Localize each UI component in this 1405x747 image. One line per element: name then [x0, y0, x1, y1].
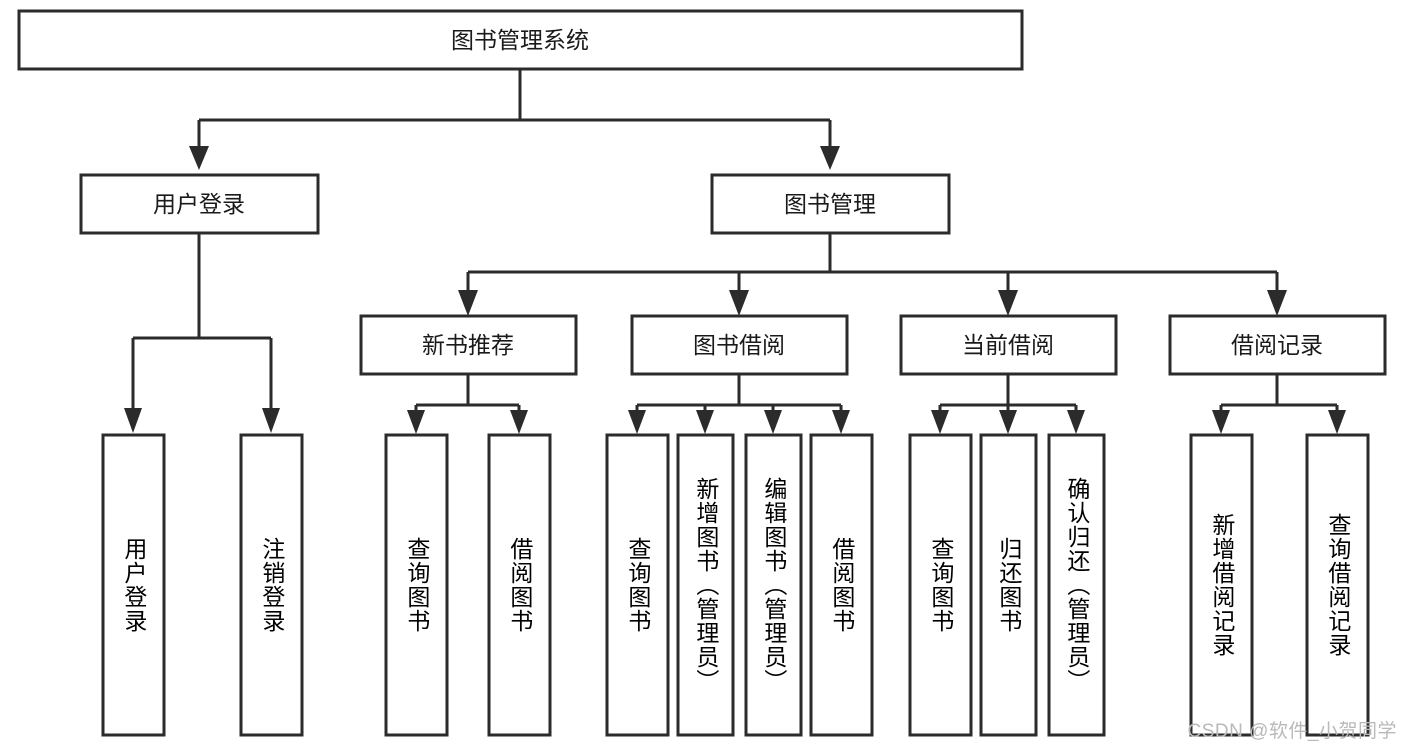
arrow-head-icon [458, 290, 478, 316]
connector-group-new-book [407, 374, 528, 434]
connector-group-borrow-records [1212, 374, 1346, 434]
leaf-boxes-borrow-records [1189, 433, 1370, 737]
node-book-borrow[interactable]: 图书借阅 [630, 314, 849, 376]
arrow-head-icon [407, 410, 425, 434]
arrow-head-icon [1267, 290, 1287, 316]
node-book-management[interactable]: 图书管理 [710, 173, 951, 235]
node-label: 图书管理系统 [451, 27, 589, 53]
arrow-head-icon [729, 290, 749, 316]
leaf-box-borrow-book[interactable] [487, 433, 552, 737]
connector-group-root [189, 69, 840, 170]
leaf-box-query-borrow-record[interactable] [1305, 433, 1370, 737]
leaf-boxes-current-borrow [908, 433, 1106, 737]
node-borrow-records[interactable]: 借阅记录 [1168, 314, 1387, 376]
leaf-boxes-new-book [384, 433, 552, 737]
leaf-boxes-book-borrow [605, 433, 874, 737]
arrow-head-icon [1328, 410, 1346, 434]
leaf-box-query-book[interactable] [605, 433, 670, 737]
node-label: 图书借阅 [693, 332, 785, 358]
leaf-box-borrow-book[interactable] [809, 433, 874, 737]
arrow-head-icon [189, 146, 209, 170]
leaf-box-query-book[interactable] [384, 433, 449, 737]
arrow-head-icon [832, 410, 850, 434]
node-user-login[interactable]: 用户登录 [79, 173, 320, 235]
node-label: 新书推荐 [422, 332, 514, 358]
arrow-head-icon [696, 410, 714, 434]
leaf-box-confirm-return-admin[interactable] [1047, 433, 1106, 737]
node-box[interactable] [899, 314, 1118, 376]
connector-group-book-mgmt [458, 233, 1287, 316]
arrow-head-icon [999, 410, 1017, 434]
arrow-head-icon [1212, 410, 1230, 434]
node-label: 图书管理 [784, 191, 876, 217]
arrow-head-icon [1067, 410, 1085, 434]
node-box[interactable] [630, 314, 849, 376]
leaf-box-user-login[interactable] [101, 433, 166, 737]
arrow-head-icon [628, 410, 646, 434]
arrow-head-icon [262, 408, 280, 433]
connector-group-book-borrow [628, 374, 850, 434]
leaf-box-edit-book-admin[interactable] [744, 433, 803, 737]
node-label: 当前借阅 [962, 332, 1054, 358]
leaf-box-query-book[interactable] [908, 433, 973, 737]
arrow-head-icon [820, 146, 840, 170]
node-current-borrow[interactable]: 当前借阅 [899, 314, 1118, 376]
node-box[interactable] [79, 173, 320, 235]
watermark-text: CSDN @软件_小贺同学 [1187, 721, 1397, 742]
node-box[interactable] [359, 314, 578, 376]
node-box[interactable] [17, 9, 1024, 71]
node-label: 用户登录 [153, 191, 245, 217]
node-label: 借阅记录 [1231, 332, 1323, 358]
node-box[interactable] [1168, 314, 1387, 376]
leaf-box-return-book[interactable] [979, 433, 1038, 737]
arrow-head-icon [764, 410, 782, 434]
leaf-box-add-borrow-record[interactable] [1189, 433, 1254, 737]
leaf-boxes-user-login [101, 433, 304, 737]
arrow-head-icon [931, 410, 949, 434]
arrow-head-icon [124, 408, 142, 433]
leaf-box-logout[interactable] [239, 433, 304, 737]
node-box[interactable] [710, 173, 951, 235]
arrow-head-icon [998, 290, 1018, 316]
arrow-head-icon [510, 410, 528, 434]
connector-group-current-borrow [931, 374, 1085, 434]
leaf-box-add-book-admin[interactable] [676, 433, 735, 737]
node-root-system[interactable]: 图书管理系统 [17, 9, 1024, 71]
connector-group-user-login [124, 233, 280, 433]
node-new-book-recommend[interactable]: 新书推荐 [359, 314, 578, 376]
